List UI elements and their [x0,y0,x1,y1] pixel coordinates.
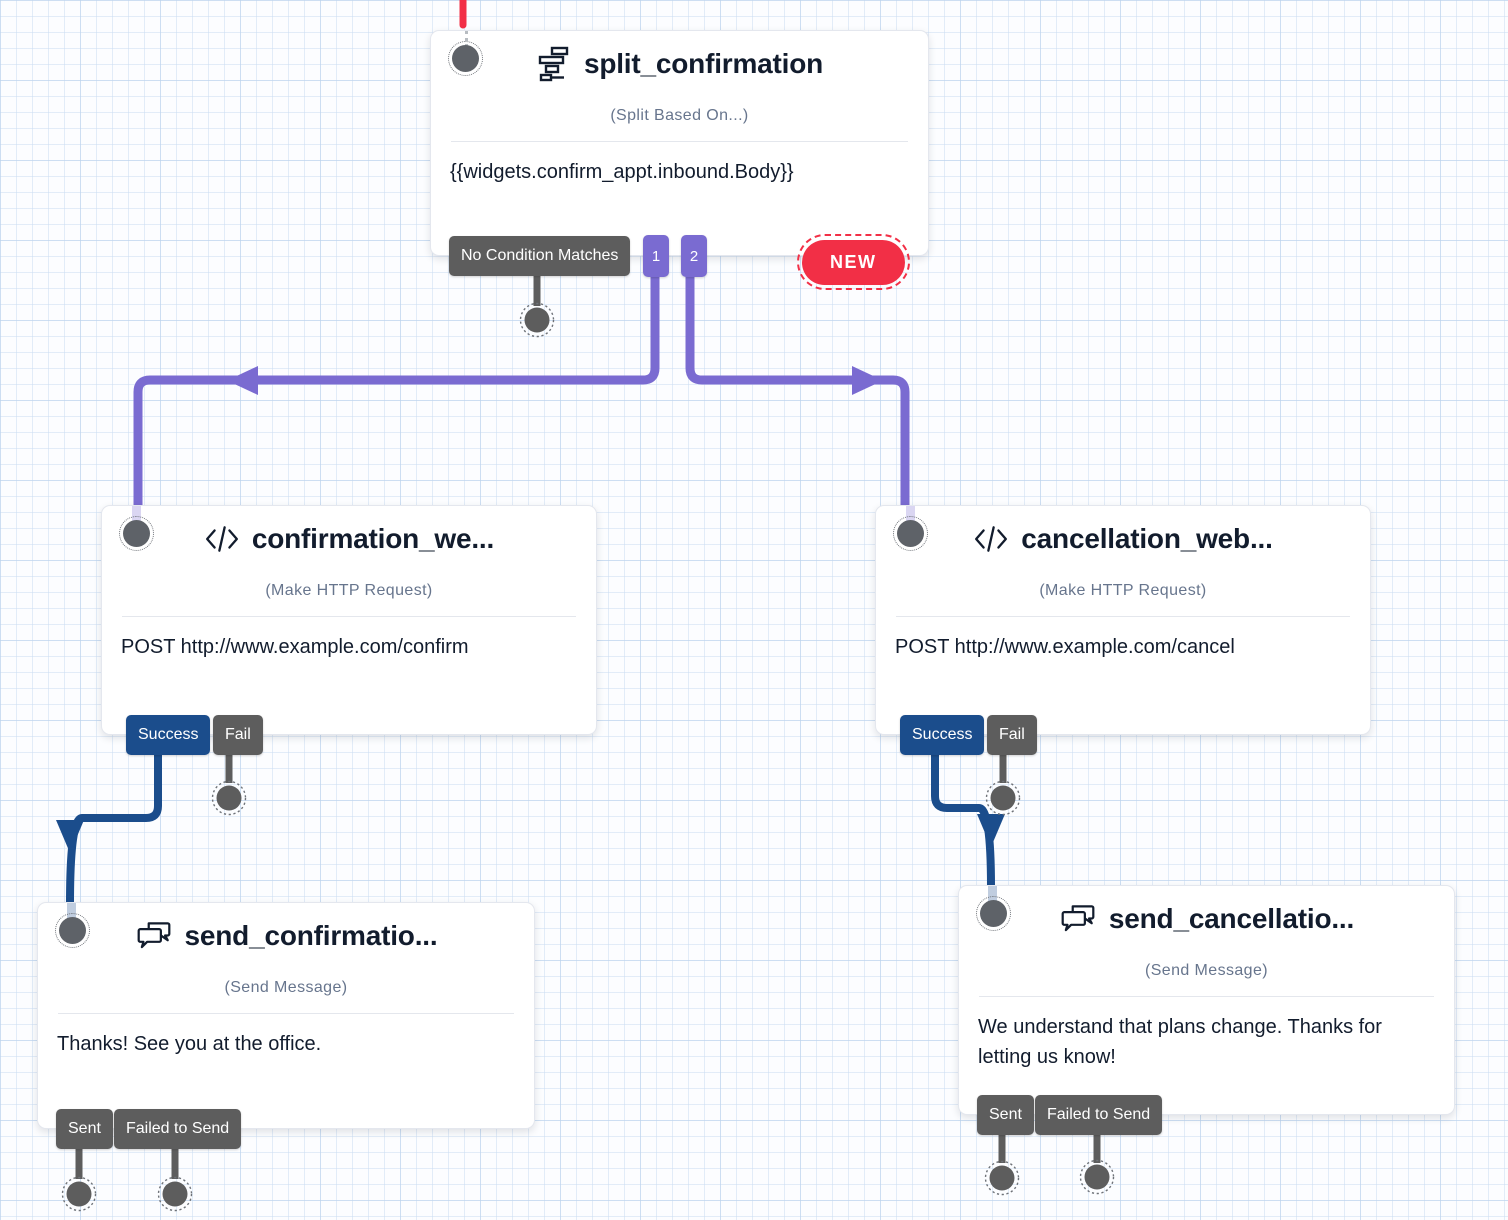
input-stub [988,886,997,903]
connector-match-1-arrow [227,366,258,395]
connector-success-left [66,748,162,905]
input-stub [132,506,141,523]
widget-title: send_confirmatio... [184,920,438,951]
divider [122,616,576,617]
widget-header: confirmation_we... [102,521,596,557]
failed-left-dot[interactable] [157,1176,193,1212]
widget-title: send_cancellatio... [1108,903,1355,934]
widget-body: POST http://www.example.com/cancel [895,636,1235,658]
widget-type-label: (Send Message) [224,979,348,996]
widget-body: We understand that plans change. Thanks … [978,1016,1382,1068]
widget-header: split_confirmation [431,46,928,82]
transition-fail[interactable]: Fail [987,715,1037,755]
connector-success-right-arrow [977,814,1005,847]
connector-success-right [931,748,995,888]
connector-match-2 [685,252,910,506]
new-button[interactable]: NEW [796,234,910,290]
divider [979,996,1434,997]
split-icon [536,46,572,82]
transition-fail[interactable]: Fail [213,715,263,755]
transition-no-condition-matches[interactable]: No Condition Matches [449,236,631,276]
sent-right-dot[interactable] [984,1160,1020,1196]
connector-match-2-arrow [852,366,883,395]
widget-title: cancellation_web... [1021,523,1273,554]
widget-send-cancellation[interactable]: send_cancellatio... (Send Message) We un… [958,885,1455,1135]
divider [58,1013,514,1014]
widget-header: cancellation_web... [876,521,1370,557]
transition-match-1[interactable]: 1 [643,235,669,277]
input-stub [67,903,76,920]
widget-title: confirmation_we... [251,523,495,554]
chat-icon [1059,903,1097,935]
widget-confirmation-webhook[interactable]: confirmation_we... (Make HTTP Request) P… [101,505,597,755]
widget-type-label: (Make HTTP Request) [265,582,433,599]
connector-success-left-arrow [56,820,84,853]
transition-sent[interactable]: Sent [56,1109,113,1149]
transition-failed-to-send[interactable]: Failed to Send [114,1109,242,1149]
widget-body: POST http://www.example.com/confirm [121,636,469,658]
widget-input-dot[interactable] [55,913,90,948]
widget-header: send_cancellatio... [959,901,1454,937]
widget-type-label: (Split Based On...) [610,107,749,124]
widget-split-confirmation[interactable]: split_confirmation (Split Based On...) {… [430,30,929,290]
transition-sent[interactable]: Sent [977,1095,1034,1135]
divider [896,616,1350,617]
failed-right-dot[interactable] [1079,1159,1115,1195]
fail-right-dot[interactable] [985,780,1021,816]
transition-success[interactable]: Success [900,715,985,755]
widget-input-dot[interactable] [893,516,928,551]
widget-header: send_confirmatio... [38,918,534,954]
sent-left-dot[interactable] [61,1176,97,1212]
widget-input-dot[interactable] [119,516,154,551]
connector-match-1 [133,252,660,506]
chat-icon [135,920,173,952]
fail-left-dot[interactable] [211,780,247,816]
widget-input-dot[interactable] [976,896,1011,931]
transition-match-2[interactable]: 2 [681,235,707,277]
widget-send-confirmation[interactable]: send_confirmatio... (Send Message) Thank… [37,902,535,1149]
transition-success[interactable]: Success [126,715,211,755]
widget-body: {{widgets.confirm_appt.inbound.Body}} [450,161,794,183]
widget-body: Thanks! See you at the office. [57,1033,322,1055]
no-condition-matches-dot[interactable] [519,302,555,338]
widget-title: split_confirmation [583,48,824,79]
code-icon [973,523,1009,555]
new-button-label: NEW [802,239,905,285]
widget-type-label: (Send Message) [1145,962,1268,979]
transition-failed-to-send[interactable]: Failed to Send [1035,1095,1163,1135]
widget-type-label: (Make HTTP Request) [1039,582,1207,599]
code-icon [204,523,240,555]
input-stub [906,506,915,523]
divider [451,141,908,142]
widget-input-dot[interactable] [448,41,483,76]
widget-cancellation-webhook[interactable]: cancellation_web... (Make HTTP Request) … [875,505,1371,755]
input-stub [465,31,468,47]
